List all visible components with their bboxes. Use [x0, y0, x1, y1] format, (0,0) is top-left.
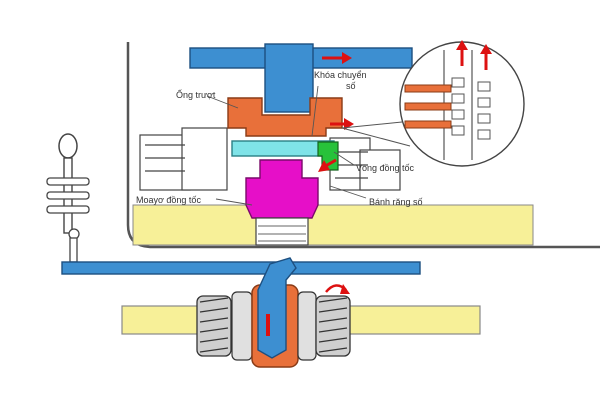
label-hub: Moayơ đồng tốc	[136, 195, 201, 205]
label-shift-key-line1: Khóa chuyển	[314, 70, 367, 80]
zoom-detail	[399, 40, 525, 167]
gear-right	[297, 291, 351, 361]
leader-lines	[206, 85, 367, 206]
label-shift-key-line2: số	[346, 81, 356, 91]
gear-left	[196, 291, 253, 361]
shift-fork-top	[189, 43, 413, 113]
label-sleeve: Ống trượt	[176, 89, 216, 100]
gear-lever	[46, 133, 90, 263]
fork-slot	[266, 314, 270, 336]
selector-rod	[61, 261, 421, 275]
label-gear: Bánh răng số	[369, 197, 423, 207]
label-synchro-ring: Vòng đồng tốc	[356, 163, 415, 173]
label-shift-key: Khóa chuyển số	[314, 70, 369, 91]
zoom-connector	[341, 121, 411, 147]
housing-detail	[139, 127, 401, 191]
hub	[245, 159, 319, 219]
main-shaft-upper	[132, 204, 534, 246]
